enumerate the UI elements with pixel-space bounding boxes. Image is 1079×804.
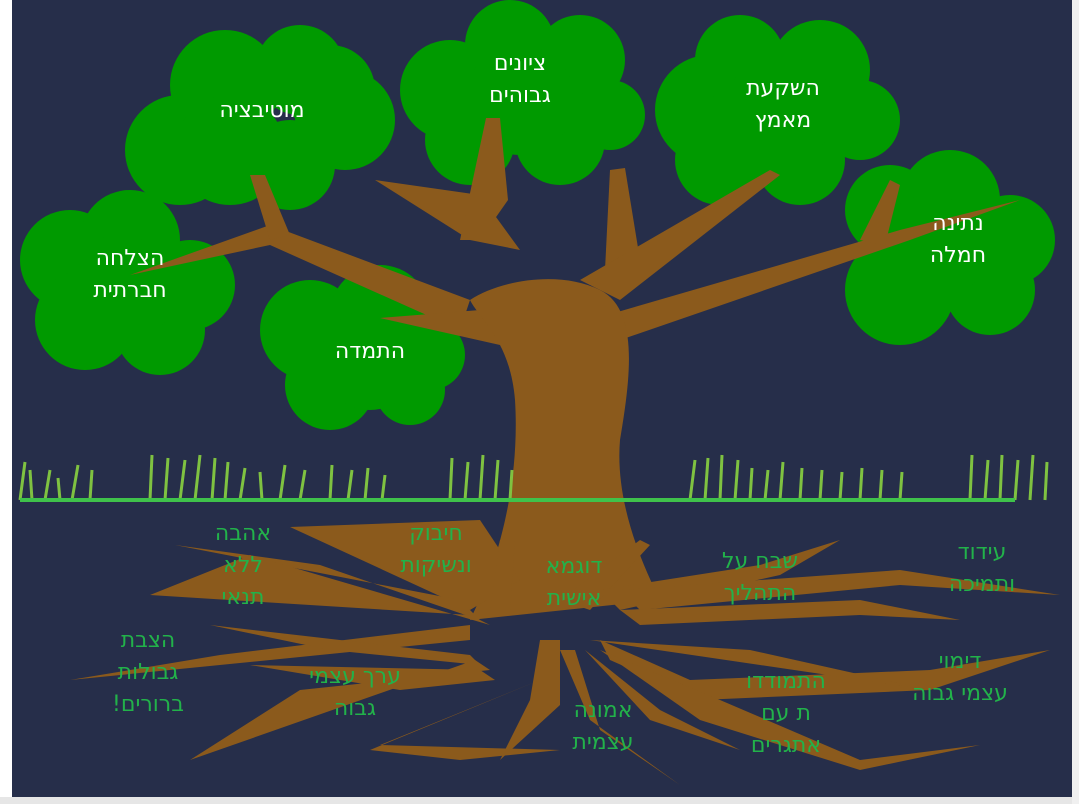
label-shevach: שבח על התהליך bbox=[722, 549, 798, 606]
branch-netina-upper bbox=[860, 180, 900, 245]
label-netina: נתינה חמלה bbox=[929, 211, 987, 268]
ground-line bbox=[20, 498, 1015, 502]
label-idud: עידוד ותמיכה bbox=[948, 540, 1016, 597]
label-dimui: דימוי עצמי גבוה bbox=[912, 649, 1008, 706]
label-motivatzia: מוטיבציה bbox=[219, 98, 305, 123]
branch-motivatzia bbox=[250, 175, 290, 240]
label-hatmada: התמדה bbox=[334, 339, 406, 364]
cloud-hashkaat bbox=[655, 15, 900, 205]
label-hatzlacha: הצלחה חברתית bbox=[93, 246, 167, 303]
cloud-hatzlacha bbox=[20, 190, 235, 375]
label-hashkaat: השקעת מאמץ bbox=[746, 76, 820, 133]
branch-hatzlacha bbox=[130, 225, 470, 330]
label-erech: ערך עצמי גבוה bbox=[309, 664, 401, 721]
branch-center-top bbox=[460, 118, 508, 240]
label-ahava: אהבה ללא תנאי bbox=[214, 521, 272, 610]
label-dugma: דוגמא אישית bbox=[545, 554, 603, 611]
branches bbox=[130, 118, 1020, 345]
label-emuna: אמונה עצמית bbox=[572, 698, 634, 755]
branch-center-right bbox=[605, 168, 640, 270]
branch-hashkaat bbox=[580, 170, 780, 300]
branch-netina bbox=[590, 200, 1020, 340]
trunk bbox=[470, 279, 660, 620]
bottom-border bbox=[0, 797, 1079, 804]
right-border bbox=[1072, 0, 1079, 804]
grass bbox=[18, 454, 1049, 501]
roots bbox=[70, 520, 1060, 785]
label-tziyunim: ציונים גבוהים bbox=[489, 51, 551, 108]
label-hatzavat: הצבת גבולות ברורים! bbox=[112, 628, 184, 717]
label-hitmodedut: התמודדו ת עם אתגרים bbox=[746, 669, 826, 758]
label-chibuk: חיבוק ונשיקות bbox=[400, 521, 472, 578]
